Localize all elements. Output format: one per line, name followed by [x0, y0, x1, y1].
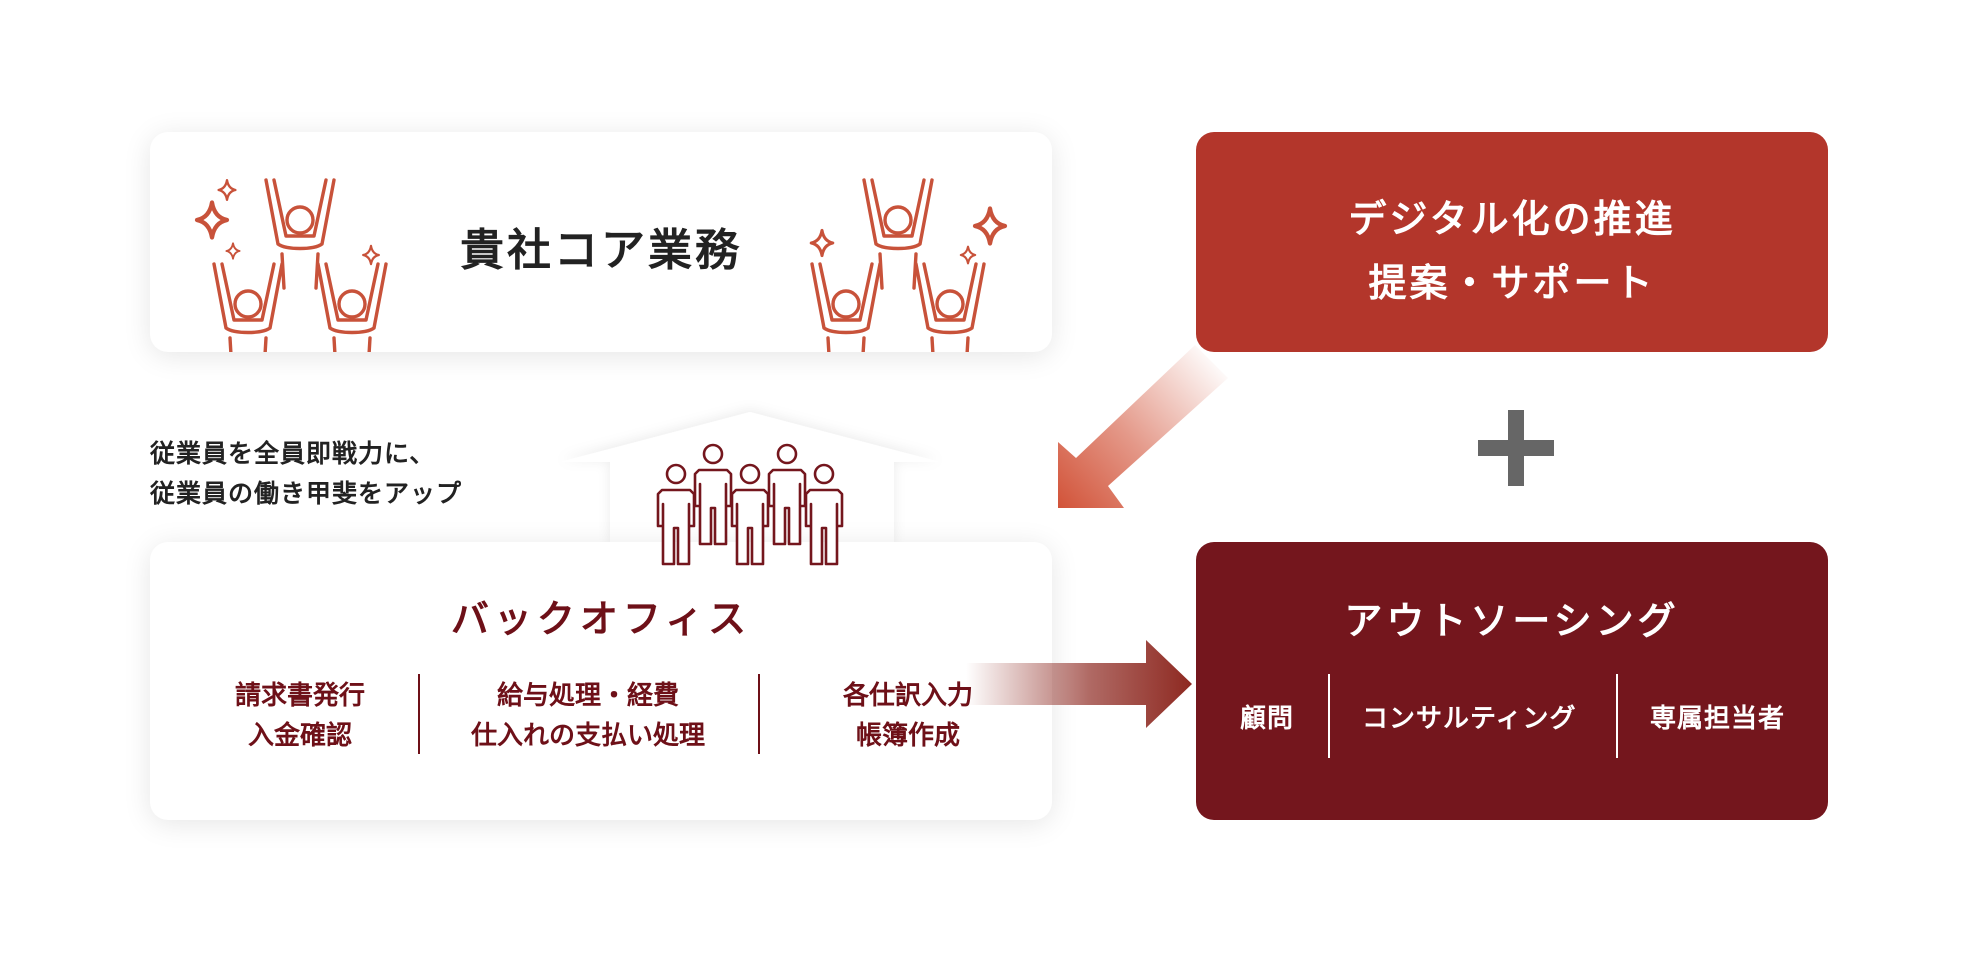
digital-line-1: デジタル化の推進 — [1348, 197, 1676, 241]
task-billing: 請求書発行 入金確認 — [150, 676, 450, 756]
outsourcing-box: アウトソーシング 顧問 コンサルティング 専属担当者 — [1196, 542, 1828, 820]
task-payroll-line-1: 給与処理・経費 — [496, 681, 679, 711]
arrow-backoffice-to-outsourcing — [966, 640, 1192, 728]
task-journal-line-1: 各仕訳入力 — [842, 681, 973, 711]
task-journal-line-2: 帳簿作成 — [855, 721, 960, 751]
backoffice-card: バックオフィス 請求書発行 入金確認 給与処理・経費 仕入れの支払い処理 各仕訳… — [150, 542, 1052, 820]
digital-support-box: デジタル化の推進 提案・サポート — [1196, 132, 1828, 352]
task-divider — [418, 674, 420, 754]
service-consulting: コンサルティング — [1362, 704, 1577, 734]
caption-text: 従業員を全員即戦力に、 従業員の働き甲斐をアップ — [150, 434, 462, 514]
backoffice-title: バックオフィス — [450, 597, 752, 641]
digital-line-2: 提案・サポート — [1368, 261, 1656, 305]
service-dedicated-staff: 専属担当者 — [1650, 704, 1786, 734]
arrow-digital-to-backoffice — [1058, 345, 1228, 508]
task-journal: 各仕訳入力 帳簿作成 — [798, 676, 1018, 756]
outsourcing-title: アウトソーシング — [1344, 599, 1680, 643]
service-advisor: 顧問 — [1240, 704, 1295, 734]
caption-line-2: 従業員の働き甲斐をアップ — [150, 479, 463, 508]
service-divider — [1616, 674, 1618, 758]
caption-line-1: 従業員を全員即戦力に、 — [150, 439, 436, 468]
service-divider — [1328, 674, 1330, 758]
task-payroll: 給与処理・経費 仕入れの支払い処理 — [438, 676, 738, 756]
task-billing-line-2: 入金確認 — [247, 721, 352, 751]
task-billing-line-1: 請求書発行 — [234, 681, 365, 711]
task-payroll-line-2: 仕入れの支払い処理 — [470, 721, 705, 751]
core-business-card: 貴社コア業務 — [150, 132, 1052, 352]
task-divider — [758, 674, 760, 754]
core-business-title: 貴社コア業務 — [460, 225, 742, 276]
